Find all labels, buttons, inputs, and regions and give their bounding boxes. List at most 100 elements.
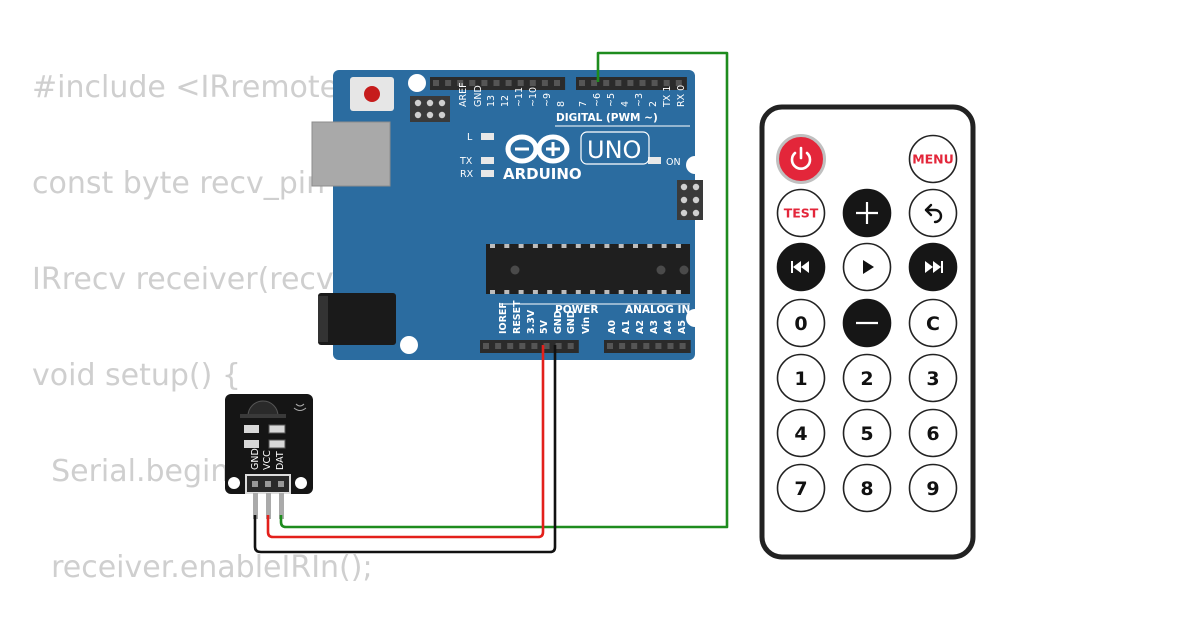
digital-pin-label: RX 0 [676, 85, 687, 107]
remote-button-minus[interactable] [842, 298, 892, 348]
remote-button-7[interactable]: 7 [776, 463, 826, 513]
remote-button-back[interactable] [908, 188, 958, 238]
mount-hole [408, 74, 426, 92]
atmega-chip [486, 244, 690, 294]
remote-button-plus[interactable] [842, 188, 892, 238]
header-pin [507, 343, 514, 349]
led-rx [481, 170, 494, 177]
led-rx-label: RX [460, 169, 474, 180]
remote-button-label: 2 [860, 368, 873, 390]
header-pin [631, 343, 638, 349]
remote-button-prev[interactable] [776, 242, 826, 292]
header-pin [554, 80, 560, 86]
power-header-label: POWER [555, 304, 598, 316]
header-pin [555, 343, 562, 349]
code-line-1: #include <IRremote. [32, 70, 348, 105]
uno-label: UNO [587, 136, 641, 164]
header-pin [619, 343, 626, 349]
power-pin-label: GND [553, 310, 564, 334]
sensor-mount-hole [295, 477, 307, 489]
remote-button-3[interactable]: 3 [908, 353, 958, 403]
header-pin [529, 80, 536, 86]
header-pin [651, 80, 658, 86]
dc-jack-edge [318, 296, 328, 342]
header-pin [607, 343, 613, 349]
sensor-pin-gnd-label: GND [250, 448, 261, 470]
code-line-4: void setup() { [32, 358, 241, 393]
ir-receiver-module[interactable]: GND VCC DAT [225, 394, 313, 519]
ir-remote-control[interactable]: MENU TEST 0 C 1 2 3 4 5 6 7 8 9 [759, 104, 976, 560]
sensor-mount-hole [228, 477, 240, 489]
header-pin [483, 343, 489, 349]
remote-button-c[interactable]: C [908, 298, 958, 348]
remote-button-2[interactable]: 2 [842, 353, 892, 403]
remote-button-label: 0 [794, 313, 807, 335]
digital-pin-label: ~3 [634, 93, 645, 107]
led-l-label: L [467, 132, 473, 143]
previous-icon [791, 261, 809, 273]
reset-button-cap [364, 86, 380, 102]
sensor-pin-leg [279, 493, 284, 519]
usb-connector [311, 121, 391, 187]
header-pin [679, 343, 686, 349]
power-pin-label: RESET [512, 300, 523, 334]
digital-pin-label: 8 [556, 101, 567, 107]
remote-button-4[interactable]: 4 [776, 408, 826, 458]
remote-button-label: 6 [926, 423, 939, 445]
header-pin [469, 80, 476, 86]
led-on-label: ON [666, 157, 681, 168]
code-line-6: receiver.enableIRIn(); [32, 550, 373, 585]
power-pin-label: 5V [539, 319, 550, 334]
digital-pin-label: 4 [620, 101, 631, 107]
header-pin [675, 80, 682, 86]
wire-gnd-to-gnd[interactable] [253, 345, 557, 554]
digital-pin-label: ~11 [514, 87, 525, 107]
remote-button-9[interactable]: 9 [908, 463, 958, 513]
next-icon [925, 261, 943, 273]
header-pin [433, 80, 439, 86]
remote-button-next[interactable] [908, 242, 958, 292]
remote-button-8[interactable]: 8 [842, 463, 892, 513]
header-pin [457, 80, 464, 86]
analog-pin-label: A2 [635, 320, 646, 334]
header-pin [531, 343, 538, 349]
remote-button-5[interactable]: 5 [842, 408, 892, 458]
remote-button-menu[interactable]: MENU [908, 134, 958, 184]
digital-header-label: DIGITAL (PWM ~) [556, 112, 658, 124]
ir-wave-icon [293, 403, 307, 411]
remote-button-0[interactable]: 0 [776, 298, 826, 348]
sensor-pin-dat-label: DAT [275, 451, 286, 470]
wire-dat-to-pin7[interactable] [279, 51, 729, 529]
wire-vcc-to-5v[interactable] [266, 345, 545, 539]
remote-button-label: 7 [794, 478, 807, 500]
analog-header [604, 340, 691, 353]
sensor-pin-vcc-label: VCC [262, 450, 273, 470]
remote-button-6[interactable]: 6 [908, 408, 958, 458]
digital-pin-label: 7 [578, 101, 589, 107]
led-tx-label: TX [459, 156, 473, 167]
code-line-3: IRrecv receiver(recv [32, 262, 334, 297]
digital-pin-label: TX 1 [662, 86, 673, 108]
header-pin [567, 343, 574, 349]
remote-button-test[interactable]: TEST [776, 188, 826, 238]
analog-header-label: ANALOG IN [625, 304, 690, 316]
analog-pin-label: A3 [649, 320, 660, 334]
header-pin [481, 80, 488, 86]
digital-pin-label: ~10 [528, 87, 539, 107]
code-line-2: const byte recv_pin [32, 166, 326, 201]
remote-button-1[interactable]: 1 [776, 353, 826, 403]
remote-button-label: 4 [794, 423, 807, 445]
digital-pin-label: ~6 [592, 93, 603, 107]
remote-button-play[interactable] [842, 242, 892, 292]
power-header-block-strip [480, 340, 579, 353]
header-pin [643, 343, 650, 349]
header-pin [667, 343, 674, 349]
remote-button-label: 8 [860, 478, 873, 500]
header-pin [579, 80, 585, 86]
remote-button-power-icon[interactable] [776, 134, 826, 184]
mount-hole [686, 309, 704, 327]
remote-button-label: 1 [794, 368, 807, 390]
